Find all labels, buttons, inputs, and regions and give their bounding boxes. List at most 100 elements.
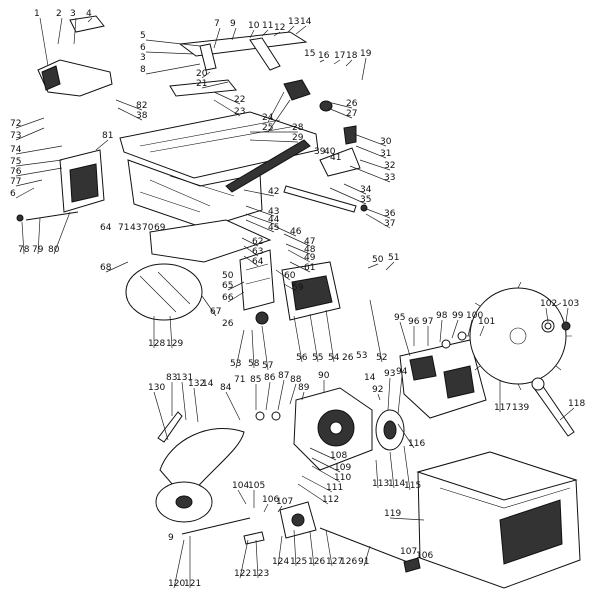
callout-78: 78 bbox=[18, 245, 30, 255]
callout-3b: 3 bbox=[140, 53, 146, 63]
leader-18 bbox=[345, 59, 353, 67]
leader-62 bbox=[241, 237, 259, 247]
callout-65: 65 bbox=[222, 281, 233, 291]
callout-11: 11 bbox=[262, 21, 273, 31]
callout-102: 102 bbox=[540, 299, 557, 309]
callout-22: 22 bbox=[234, 95, 245, 105]
leader-26 bbox=[327, 101, 353, 109]
callout-107b: 107 bbox=[400, 547, 417, 557]
callout-98: 98 bbox=[436, 311, 448, 321]
callout-64b: 64 bbox=[100, 223, 112, 233]
callout-54: 54 bbox=[328, 353, 340, 363]
callout-95: 95 bbox=[394, 313, 405, 323]
leader-7 bbox=[213, 27, 221, 49]
leader-67 bbox=[201, 295, 217, 317]
leader-23 bbox=[213, 99, 241, 117]
callout-106: 106 bbox=[262, 495, 279, 505]
leader-72 bbox=[15, 117, 45, 129]
callout-42: 42 bbox=[268, 187, 279, 197]
leader-119 bbox=[389, 517, 425, 521]
callout-38: 38 bbox=[136, 111, 148, 121]
callout-59: 59 bbox=[292, 283, 304, 293]
washer-d bbox=[441, 339, 451, 349]
callout-12: 12 bbox=[274, 23, 285, 33]
callout-16: 16 bbox=[318, 51, 330, 61]
callout-33: 33 bbox=[384, 173, 395, 183]
leader-127 bbox=[325, 529, 333, 567]
leader-101 bbox=[479, 325, 485, 337]
callout-9b: 9 bbox=[168, 533, 174, 543]
leader-34 bbox=[343, 183, 367, 195]
leader-56 bbox=[293, 315, 303, 363]
callout-45: 45 bbox=[268, 223, 279, 233]
callout-117: 117 bbox=[494, 403, 511, 413]
fence-clamp bbox=[41, 65, 61, 91]
callout-31: 31 bbox=[380, 149, 391, 159]
callout-55: 55 bbox=[312, 353, 323, 363]
leader-125 bbox=[293, 529, 297, 567]
callout-20: 20 bbox=[196, 69, 208, 79]
callout-94: 94 bbox=[396, 367, 408, 377]
leader-58 bbox=[251, 329, 255, 369]
leader-29 bbox=[249, 139, 299, 143]
callout-79: 79 bbox=[32, 245, 44, 255]
leader-77 bbox=[15, 179, 43, 187]
leader-65 bbox=[227, 281, 245, 291]
callout-57: 57 bbox=[262, 361, 273, 371]
leader-76 bbox=[15, 167, 63, 177]
callout-104: 104 bbox=[232, 481, 249, 491]
cabinet-top bbox=[416, 451, 578, 501]
callout-131: 131 bbox=[176, 373, 193, 383]
callout-100: 100 bbox=[466, 311, 483, 321]
callout-27: 27 bbox=[346, 109, 357, 119]
bracket-ribs bbox=[245, 263, 271, 285]
callout-75: 75 bbox=[10, 157, 21, 167]
callout-83: 83 bbox=[166, 373, 177, 383]
leader-57 bbox=[261, 325, 269, 371]
callout-19: 19 bbox=[360, 49, 372, 59]
callout-124: 124 bbox=[272, 557, 289, 567]
lower-rod bbox=[181, 517, 251, 535]
miter-knob bbox=[343, 125, 357, 145]
leader-20 bbox=[201, 71, 211, 79]
leader-89 bbox=[301, 391, 305, 401]
leader-120 bbox=[173, 539, 185, 589]
callout-97: 97 bbox=[422, 317, 433, 327]
callout-66: 66 bbox=[222, 293, 234, 303]
leader-50 bbox=[367, 263, 379, 269]
callout-52: 52 bbox=[376, 353, 387, 363]
leader-54 bbox=[325, 309, 335, 363]
leader-59 bbox=[283, 283, 299, 293]
leader-4 bbox=[87, 17, 93, 23]
leader-131 bbox=[181, 381, 187, 421]
callout-123: 123 bbox=[252, 569, 269, 579]
callout-109: 109 bbox=[334, 463, 351, 473]
slot-template bbox=[125, 263, 203, 321]
leader-63 bbox=[243, 245, 259, 257]
callout-44: 44 bbox=[268, 215, 280, 225]
callout-126b: 126 bbox=[340, 557, 357, 567]
callout-105: 105 bbox=[248, 481, 265, 491]
callout-68: 68 bbox=[100, 263, 112, 273]
callout-61: 61 bbox=[304, 263, 315, 273]
callout-18: 18 bbox=[346, 51, 358, 61]
leader-102 bbox=[545, 307, 549, 323]
leader-9 bbox=[231, 27, 237, 41]
leader-48 bbox=[285, 243, 311, 255]
leader-103 bbox=[565, 307, 569, 323]
callout-120: 120 bbox=[168, 579, 185, 589]
leader-33 bbox=[349, 165, 391, 183]
leader-98 bbox=[439, 319, 443, 343]
callout-72: 72 bbox=[10, 119, 21, 129]
leader-106 bbox=[263, 503, 269, 513]
callout-34: 34 bbox=[360, 185, 372, 195]
miter-gauge bbox=[319, 147, 361, 177]
leader-114 bbox=[389, 451, 395, 489]
callout-43b: 43 bbox=[130, 223, 141, 233]
hub-center bbox=[329, 421, 343, 435]
callout-30: 30 bbox=[380, 137, 392, 147]
leader-44 bbox=[245, 213, 275, 225]
bracket bbox=[239, 249, 275, 311]
callout-80: 80 bbox=[48, 245, 60, 255]
